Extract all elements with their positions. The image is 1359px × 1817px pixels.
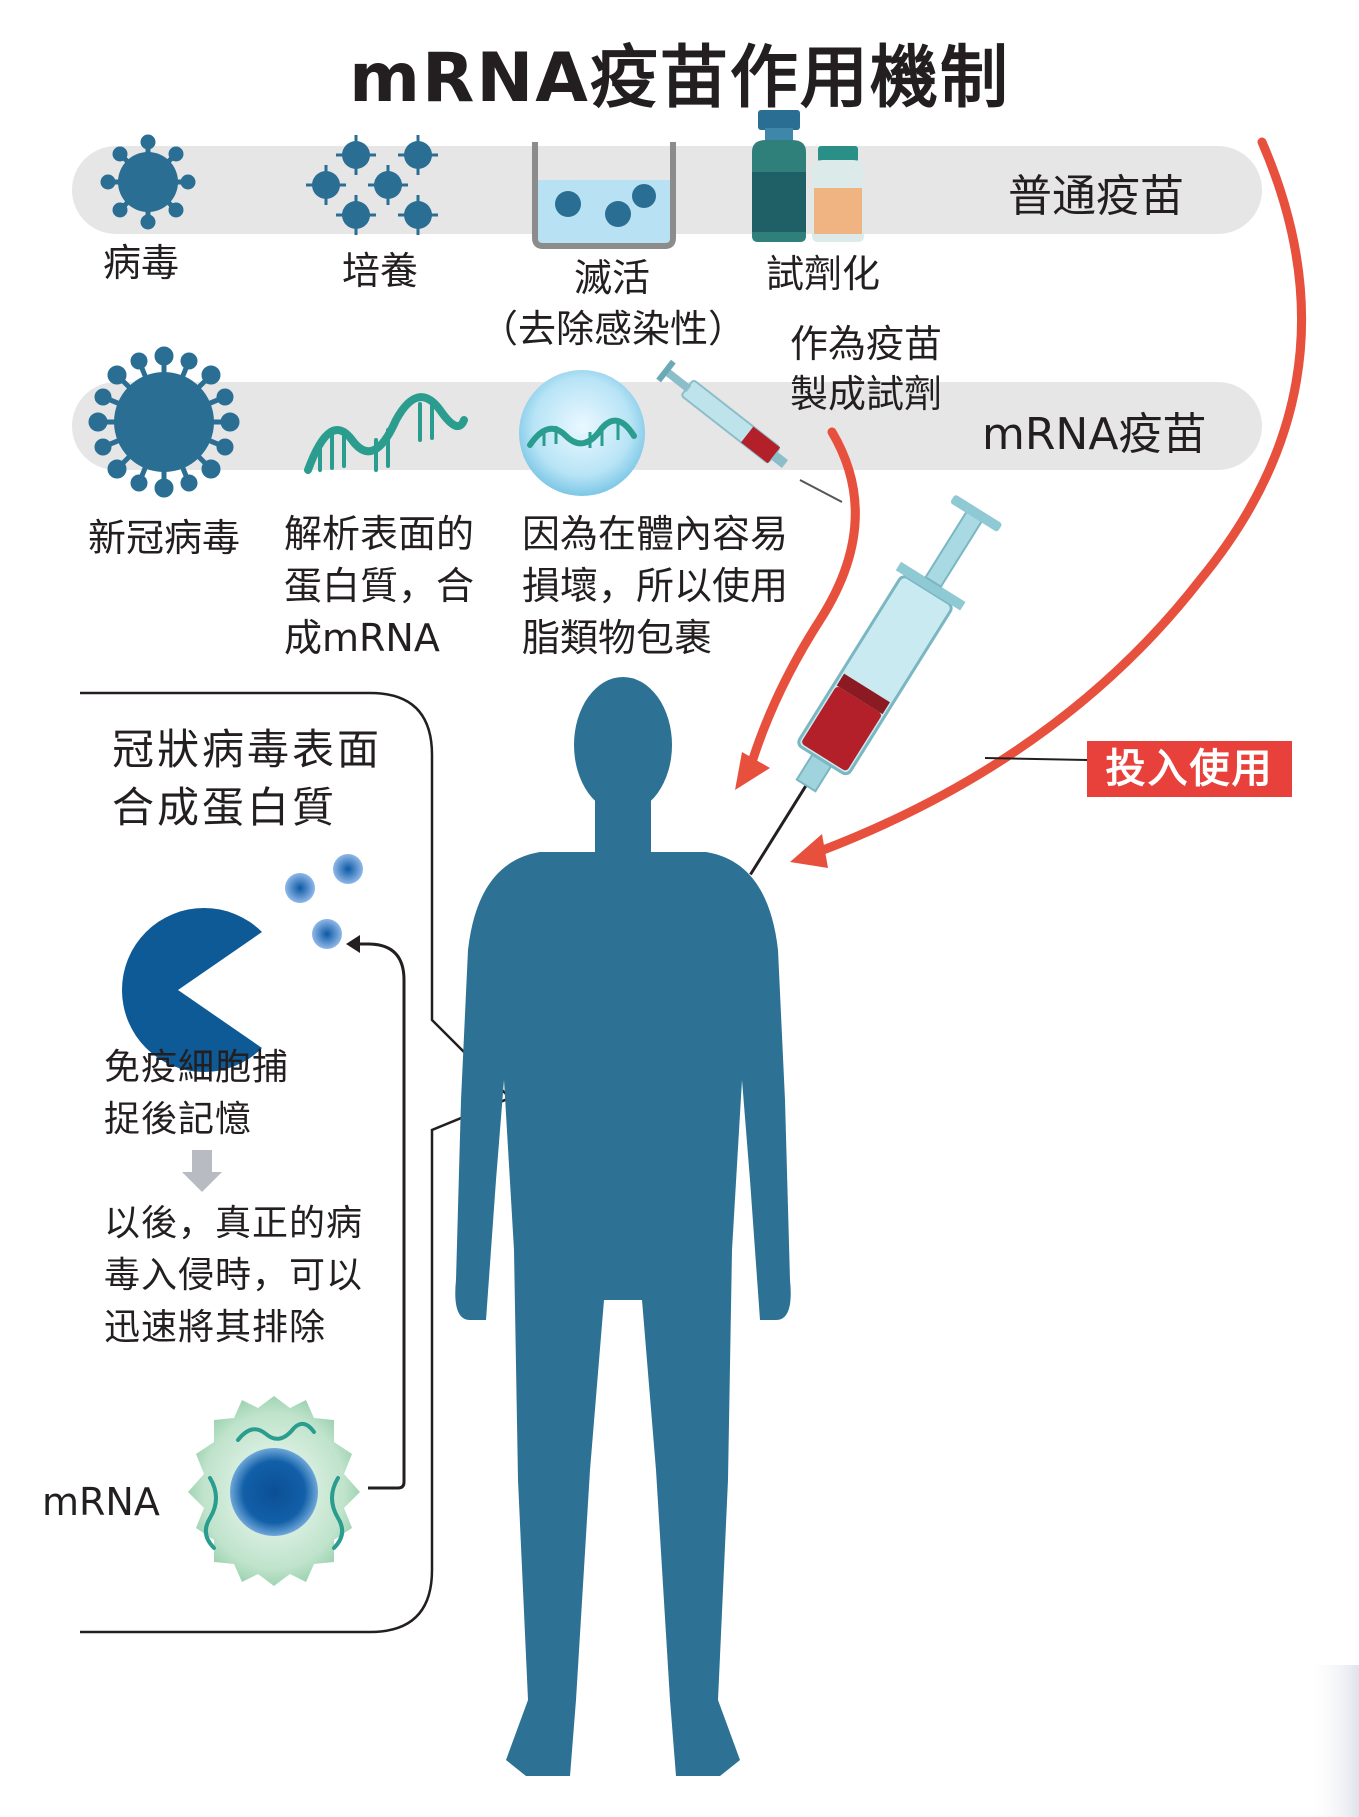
return-arrow: [352, 942, 406, 1490]
arrow-head-traditional: [790, 834, 828, 868]
step-virus-label: 病毒: [103, 241, 180, 285]
mrna-step2-line1: 解析表面的: [284, 512, 475, 556]
step-reagent-label: 試劑化: [766, 252, 881, 296]
coronavirus-label: 新冠病毒: [88, 516, 241, 560]
immune-cell-pacman-icon: [121, 907, 262, 1073]
mrna-cell-label: mRNA: [42, 1480, 160, 1524]
arrow-head-mrna: [735, 752, 770, 790]
result-line2: 毒入侵時，可以: [104, 1255, 364, 1296]
mrna-track-label: mRNA疫苗: [982, 409, 1207, 460]
inactivation-beaker-icon: [532, 142, 676, 249]
vaccine-note-line1: 作為疫苗: [790, 322, 943, 366]
step-inactivate-note: （去除感染性）: [480, 307, 747, 351]
traditional-track-label: 普通疫苗: [1008, 171, 1184, 222]
in-use-badge: 投入使用: [1087, 741, 1292, 797]
mrna-step2-line2: 蛋白質，合: [284, 564, 475, 608]
coronavirus-icon: [88, 346, 240, 498]
badge-leader-line: [984, 757, 1088, 761]
vaccine-vial-icon: [752, 110, 864, 242]
mrna-step3-line3: 脂類物包裹: [522, 616, 713, 660]
small-syringe-icon: [656, 359, 843, 503]
callout-title-line2: 合成蛋白質: [112, 783, 338, 832]
protein-particles: [285, 854, 363, 949]
human-body: [455, 677, 791, 1776]
page-title: mRNA疫苗作用機制: [349, 39, 1010, 118]
step-inactivate-label: 滅活: [574, 256, 651, 300]
injection-syringe-icon: [749, 495, 1002, 876]
pacman-eye: [192, 897, 220, 907]
down-arrow-icon: [182, 1150, 222, 1192]
mrna-step3-line2: 損壞，所以使用: [522, 564, 789, 608]
step-culture-label: 培養: [342, 249, 419, 293]
cultured-viruses-icon: [306, 135, 438, 235]
virus-icon: [100, 134, 196, 230]
mrna-step3-line1: 因為在體內容易: [522, 512, 789, 556]
result-line3: 迅速將其排除: [104, 1307, 327, 1348]
callout-title-line1: 冠狀病毒表面: [112, 725, 383, 774]
lipid-capsule-icon: [519, 370, 645, 496]
mrna-strand-icon: [304, 393, 468, 474]
capture-line2: 捉後記憶: [104, 1099, 253, 1140]
return-arrow-head: [346, 935, 360, 953]
page-edge-shade: [1305, 1665, 1359, 1817]
vaccine-note-line2: 製成試劑: [790, 372, 943, 416]
mrna-step2-line3: 成mRNA: [284, 616, 440, 660]
mrna-cell-icon: [188, 1396, 360, 1586]
capture-line1: 免疫細胞捕: [104, 1047, 290, 1088]
delivery-arrows: [747, 137, 1307, 857]
result-line1: 以後，真正的病: [104, 1203, 364, 1244]
